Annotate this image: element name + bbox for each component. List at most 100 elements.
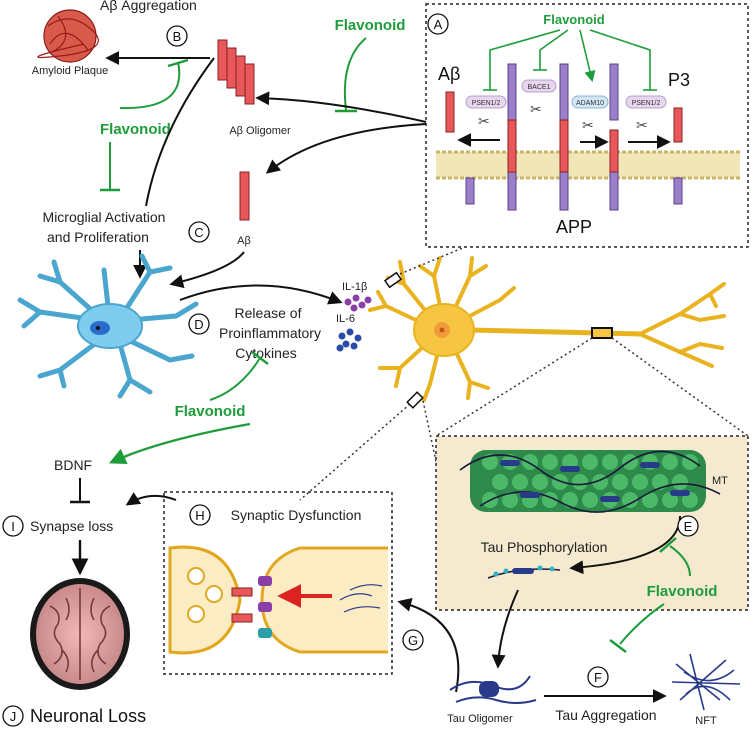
step-i-marker: I xyxy=(2,515,24,537)
arrow-app-to-oligomer xyxy=(255,91,427,123)
ab-oligomer-label: Aβ Oligomer xyxy=(229,125,291,137)
enzyme-psen-1: PSEN1/2 xyxy=(472,100,501,107)
microglia-label-2: and Proliferation xyxy=(47,229,149,245)
synapse-loss-label: Synapse loss xyxy=(30,518,113,534)
abeta-oligomer-icon xyxy=(217,39,255,105)
step-b-marker: B xyxy=(166,25,188,47)
enzyme-adam10: ADAM10 xyxy=(576,100,604,107)
synapse-panel-box xyxy=(163,491,393,675)
arrow-release xyxy=(179,284,343,305)
neuron-dendrites xyxy=(368,256,516,402)
zoom-marker-synapse xyxy=(406,391,424,409)
postsynaptic-terminal xyxy=(260,546,388,654)
release-label-1: Release of xyxy=(235,305,302,321)
panel-a-app-label: APP xyxy=(556,217,592,237)
abeta-monomer-icon xyxy=(239,171,250,221)
bdnf-label: BDNF xyxy=(54,457,92,473)
cleavage-arrows xyxy=(457,133,671,149)
microtubule xyxy=(459,450,721,513)
step-a-marker: A xyxy=(427,13,449,35)
enzyme-labels: PSEN1/2 BACE1 ADAM10 PSEN1/2 xyxy=(465,79,667,109)
step-d-marker: D xyxy=(188,313,210,335)
tau-phosphorylation-label: Tau Phosphorylation xyxy=(481,539,608,555)
svg-text:I: I xyxy=(11,519,15,534)
presynaptic-terminal xyxy=(168,545,242,655)
tau-in-synapse xyxy=(339,584,383,613)
synaptic-vesicles xyxy=(187,567,223,623)
arrow-microglia-to-aggregation xyxy=(145,57,215,207)
arrow-app-to-monomer xyxy=(265,123,427,174)
flavonoid-inhibit-d-bar xyxy=(251,351,269,365)
il1b-dots xyxy=(344,294,372,312)
tau-oligomer-icon xyxy=(449,675,537,704)
enzyme-psen-2: PSEN1/2 xyxy=(632,100,661,107)
flavonoid-inhibit-b-bar xyxy=(167,58,189,68)
flavonoid-inhibit-f-bar xyxy=(609,639,627,653)
amyloid-plaque xyxy=(37,9,99,63)
flavonoid-inhibit-f xyxy=(619,603,665,645)
svg-text:A: A xyxy=(434,17,443,32)
step-g-marker: G xyxy=(402,629,424,651)
il6-dots xyxy=(336,328,362,352)
ab-aggregation-label: Aβ Aggregation xyxy=(100,0,197,13)
step-f-marker: F xyxy=(587,666,609,688)
mt-label: MT xyxy=(712,475,728,487)
tau-oligomer-label: Tau Oligomer xyxy=(447,713,513,725)
il6-label: IL-6 xyxy=(336,313,355,325)
phospho-tau xyxy=(487,565,561,579)
step-e-marker: E xyxy=(677,515,699,537)
svg-text:✂: ✂ xyxy=(582,118,594,134)
release-label-2: Proinflammatory xyxy=(219,325,321,341)
ab-monomer-label: Aβ xyxy=(237,235,251,247)
zoom-marker-axon xyxy=(591,327,613,339)
app-proteins xyxy=(465,63,683,211)
zoom-marker-panel-a xyxy=(383,271,403,289)
flavonoid-label-d: Flavonoid xyxy=(175,403,246,420)
microglia-nucleolus xyxy=(96,326,100,330)
cell-membrane xyxy=(436,150,740,180)
brain-image xyxy=(30,578,130,690)
neuron-nucleolus xyxy=(439,327,445,333)
scissors-icons: ✂✂✂✂ xyxy=(478,102,648,134)
svg-text:C: C xyxy=(194,225,203,240)
flavonoid-label-e: Flavonoid xyxy=(647,583,718,600)
flavonoid-inhibit-e xyxy=(669,545,691,577)
flavonoid-inhibit-b xyxy=(119,61,181,110)
panel-a-ab-label: Aβ xyxy=(438,64,460,84)
il1b-label: IL-1β xyxy=(342,281,367,293)
microglia-label-1: Microglial Activation xyxy=(43,209,166,225)
synaptic-dysfunction-label: Synaptic Dysfunction xyxy=(231,507,362,523)
flavonoid-label-a: Flavonoid xyxy=(543,12,604,27)
flavonoid-inhibit-e-bar xyxy=(659,537,677,553)
panel-a-p3-label: P3 xyxy=(668,70,690,90)
svg-text:✂: ✂ xyxy=(530,102,542,118)
nft-label: NFT xyxy=(695,715,717,727)
svg-text:G: G xyxy=(408,633,418,648)
step-j-marker: J xyxy=(2,705,24,727)
tau-aggregation-label: Tau Aggregation xyxy=(555,707,656,723)
svg-text:✂: ✂ xyxy=(478,114,490,130)
step-c-marker: C xyxy=(188,221,210,243)
flavonoid-inhibit-d xyxy=(209,357,261,401)
arrow-to-tau-oligomer xyxy=(491,589,519,669)
flavonoid-label-b: Flavonoid xyxy=(100,121,171,138)
synaptic-receptors xyxy=(231,576,272,638)
svg-text:E: E xyxy=(684,519,693,534)
arrow-flavonoid-to-bdnf xyxy=(108,422,251,465)
neuronal-loss-label: Neuronal Loss xyxy=(30,706,146,726)
flavonoid-branches-a xyxy=(483,29,657,91)
microglia-cell xyxy=(17,253,199,399)
flavonoid-inhibit-top xyxy=(343,37,367,111)
arrow-oligomer-to-synapse xyxy=(397,598,460,693)
svg-text:D: D xyxy=(194,317,203,332)
axon-terminals xyxy=(638,282,726,368)
neuron-axon xyxy=(469,327,641,337)
abeta-fragments xyxy=(445,91,683,173)
amyloid-plaque-label: Amyloid Plaque xyxy=(32,65,108,77)
svg-text:H: H xyxy=(195,508,204,523)
svg-text:B: B xyxy=(173,29,182,44)
release-label-3: Cytokines xyxy=(235,345,296,361)
svg-text:J: J xyxy=(10,709,17,724)
microglia-body xyxy=(77,303,143,349)
